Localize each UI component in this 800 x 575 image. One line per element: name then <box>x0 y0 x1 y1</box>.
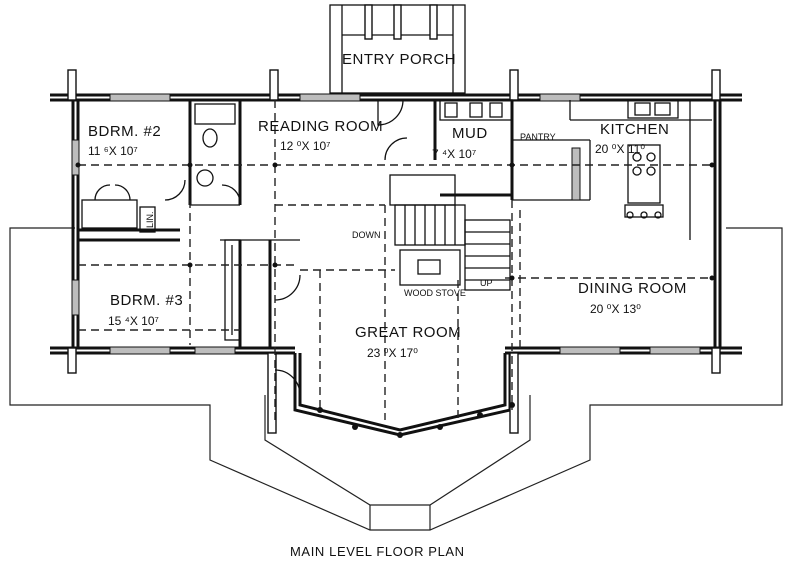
bedroom2-size: 11 ⁶X 10⁷ <box>88 144 138 158</box>
doors <box>94 99 408 396</box>
floor-plan-caption: MAIN LEVEL FLOOR PLAN <box>290 544 465 559</box>
great-room-label: GREAT ROOM <box>355 324 461 341</box>
wood-stove-label: WOOD STOVE <box>404 288 466 298</box>
post-dots <box>75 162 715 438</box>
entry-porch-label: ENTRY PORCH <box>342 51 456 68</box>
kitchen-label: KITCHEN <box>600 121 669 138</box>
dining-room-label: DINING ROOM <box>578 280 687 297</box>
reading-room-size: 12 ⁰X 10⁷ <box>280 139 331 153</box>
linen-label: LIN. <box>145 211 155 228</box>
deck-outline <box>9 227 783 531</box>
down-label: DOWN <box>352 230 381 240</box>
bathroom-fixtures <box>139 103 236 233</box>
closets <box>81 199 241 341</box>
dining-room-size: 20 ⁰X 13⁰ <box>590 302 641 316</box>
bedroom2-label: BDRM. #2 <box>88 123 161 140</box>
bedroom3-label: BDRM. #3 <box>110 292 183 309</box>
great-room-size: 23 ⁰X 17⁰ <box>367 346 418 360</box>
stairs <box>389 174 512 291</box>
pantry-label: PANTRY <box>520 132 556 142</box>
kitchen-fixtures <box>439 99 679 219</box>
mud-room-label: MUD <box>452 125 488 142</box>
up-label: UP <box>480 278 493 288</box>
entry-porch <box>329 4 466 94</box>
beam-lines <box>78 100 712 420</box>
mud-room-size: 7 ⁴X 10⁷ <box>432 147 476 161</box>
windows <box>71 93 701 355</box>
bedroom3-size: 15 ⁴X 10⁷ <box>108 314 159 328</box>
wood-stove <box>399 249 461 286</box>
kitchen-size: 20 ⁰X 11⁰ <box>595 142 645 156</box>
log-posts <box>67 69 721 434</box>
reading-room-label: READING ROOM <box>258 118 383 135</box>
